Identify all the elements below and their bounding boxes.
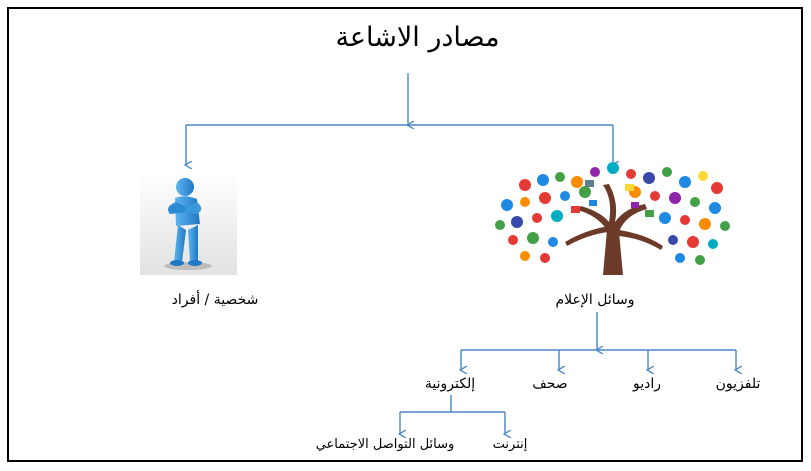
internet-label: إنترنت — [492, 437, 528, 452]
diagram-title: مصادر الاشاعة — [335, 22, 500, 53]
electronic-label: إلكترونية — [424, 376, 476, 392]
radio-label: راديو — [632, 376, 661, 392]
persons-label: شخصية / أفراد — [171, 292, 259, 308]
diagram-frame — [7, 7, 803, 462]
person-figure-icon — [140, 172, 237, 275]
papers-label: صحف — [532, 376, 568, 392]
social-media-label: وسائل التواصل الاجتماعي — [315, 437, 455, 452]
media-label: وسائل الإعلام — [555, 292, 635, 308]
media-tree-icon — [485, 160, 740, 275]
tv-label: تلفزيون — [715, 376, 761, 392]
